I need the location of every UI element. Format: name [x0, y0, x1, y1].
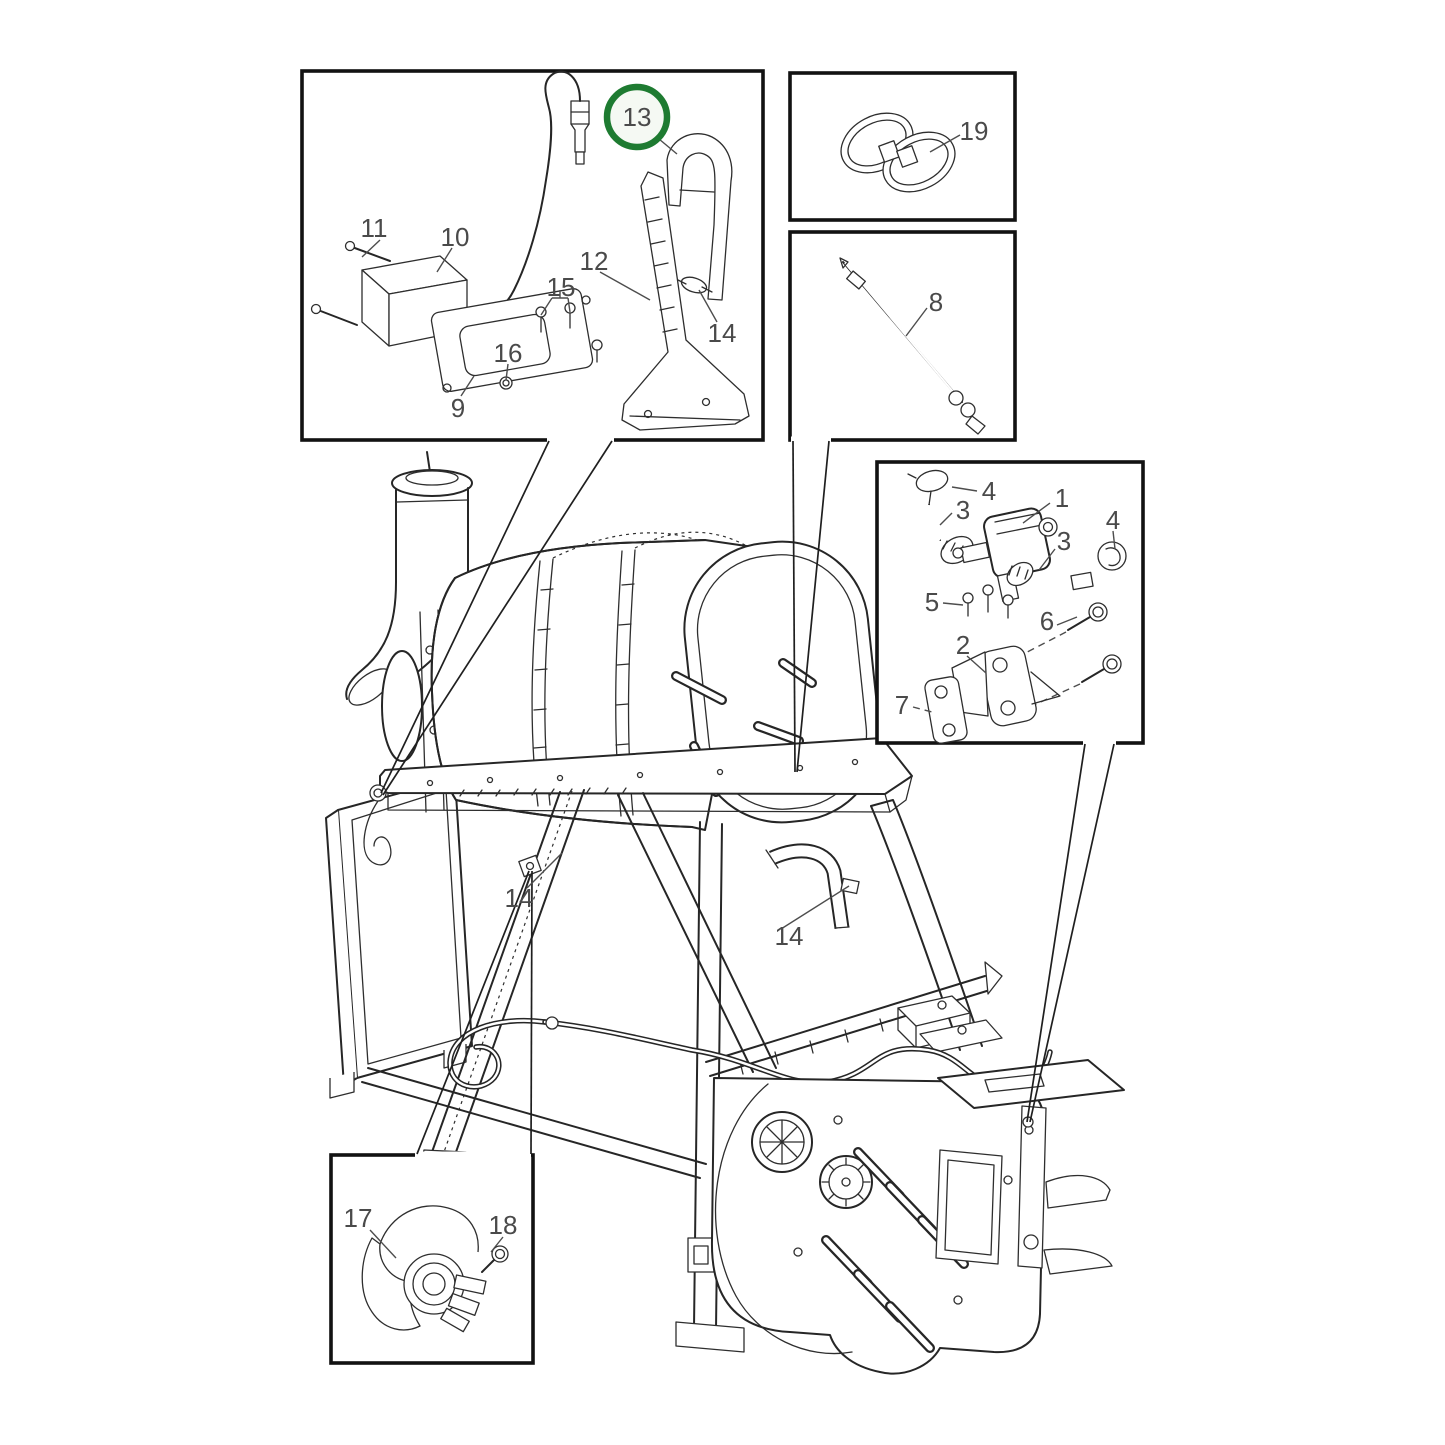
frame-braces: [361, 789, 1003, 1353]
strap-bracket: [518, 854, 542, 878]
part-label-2: 2: [956, 630, 970, 660]
part-label-5: 5: [925, 587, 939, 617]
part-label-14-bracket: 14: [708, 318, 737, 348]
hook-bracket: [666, 133, 733, 301]
part-label-19: 19: [960, 116, 989, 146]
probe-panel-parts: [839, 257, 986, 435]
part-label-9: 9: [451, 393, 465, 423]
part-label-11: 11: [361, 213, 388, 243]
part-label-1: 1: [1055, 483, 1069, 513]
label-leader-lines: [361, 134, 1116, 1259]
part-label-17: 17: [344, 1203, 373, 1233]
transmission-housing: [710, 1059, 1125, 1375]
bent-support-tube: [765, 843, 860, 930]
part-label-3-a: 3: [956, 495, 970, 525]
panel-notches: [415, 436, 1116, 1159]
elbow-fitting-3b: [1006, 561, 1094, 594]
part-label-13: 13: [623, 102, 652, 132]
part-label-10: 10: [441, 222, 470, 252]
part-label-16: 16: [494, 338, 523, 368]
bracket-panel-parts: [310, 70, 750, 431]
highlight-ring: [603, 83, 671, 151]
controller-plate: [430, 288, 594, 393]
part-label-8: 8: [929, 287, 943, 317]
part-label-15: 15: [547, 272, 576, 302]
shield-panel-parts: [361, 1205, 509, 1333]
part-label-12: 12: [580, 246, 609, 276]
small-bolts-15: [535, 302, 603, 363]
part-label-4-b: 4: [1106, 505, 1120, 535]
cap-4a: [907, 469, 949, 506]
part-label-6: 6: [1040, 606, 1054, 636]
screws-5: [962, 584, 1014, 619]
radiator-frame: [325, 777, 473, 1099]
part-label-18: 18: [489, 1210, 518, 1240]
mounting-bolts: [310, 240, 391, 326]
part-label-14-frame-left: 14: [505, 883, 534, 913]
main-machine-view: [325, 451, 1125, 1375]
highlight-circle-13: [603, 83, 671, 151]
part-label-3-b: 3: [1057, 526, 1071, 556]
part-number-labels: 11 10 13 12 15 16 9 14 19 8 4 1 3 3 4 5 …: [344, 102, 1121, 1240]
part-label-14-frame-right: 14: [775, 921, 804, 951]
cap-4b: [1097, 541, 1127, 571]
bolt-18: [481, 1245, 509, 1273]
part-label-7: 7: [895, 690, 909, 720]
tall-bracket: [621, 171, 750, 431]
part-label-4-a: 4: [982, 476, 996, 506]
probe-panel-box: [788, 230, 1017, 442]
plate-7: [924, 676, 968, 744]
valve-body-1: [952, 507, 1058, 603]
panel-leader-lines: [380, 440, 1115, 1155]
support-platform: [379, 737, 913, 813]
valve-panel-parts: [907, 469, 1127, 744]
